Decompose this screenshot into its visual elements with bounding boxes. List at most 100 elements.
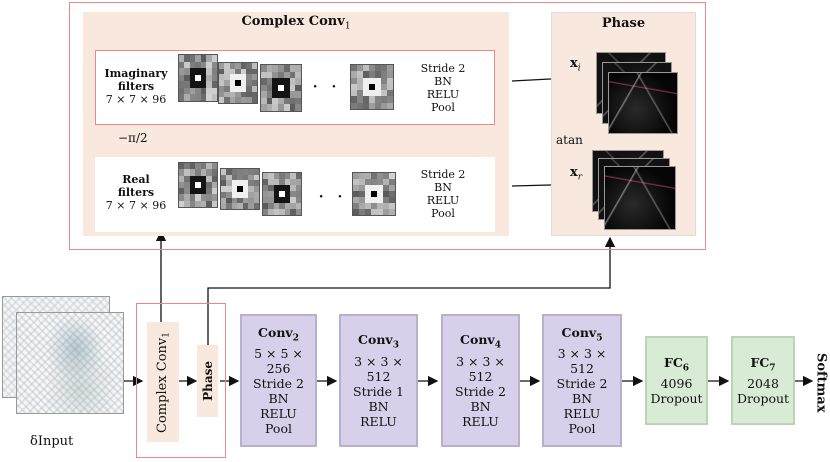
filter-pixel [206,55,212,62]
filter-pixel [284,203,291,209]
filter-pixel [272,71,279,79]
filter-pixel [251,74,257,81]
filter-pixel [363,102,369,109]
filter-pixel [226,197,232,204]
filter-pixel [211,188,217,195]
filter-pixel [389,197,395,203]
filter-pixel [278,71,284,79]
filter-pixel [375,102,381,109]
filter-pixel [184,200,190,207]
filter-pixel [189,175,196,182]
filter-pixel [295,179,301,185]
filter-pixel [279,209,285,215]
filter-pixel [263,173,269,179]
filter-pixel [284,197,291,203]
filter-pixel [359,185,365,191]
filter-pixel [290,197,296,203]
filter-pixel [359,203,365,209]
filter-pixel [290,209,296,215]
filter-pixel [195,175,201,182]
filter-pixel [365,197,371,203]
filter-pixel [195,68,201,75]
filter-pixel [200,74,207,82]
filter-pixel [251,63,257,69]
filter-pixel [189,61,196,69]
filter-pixel [357,96,363,103]
filter-pixel [184,74,190,82]
filter-pixel [251,85,257,92]
filter-pixel [295,71,301,79]
filter-pixel [251,91,257,98]
filter-pixel [200,55,207,62]
filter-thumbnail [260,64,302,112]
filter-pixel [289,97,296,105]
filter-pixel [268,203,274,209]
filter-pixel [206,94,212,101]
filter-pixel [229,97,236,103]
filter-pixel [383,179,389,185]
filter-pixel [242,180,249,187]
filter-pixel [377,179,383,185]
filter-pixel [353,185,359,191]
filter-pixel [237,197,243,204]
filter-pixel [371,173,377,179]
filter-pixel [195,87,201,95]
filter-pixel [226,203,232,209]
filter-pixel [289,84,296,92]
detail-frame [69,2,706,250]
filter-pixel [200,163,207,170]
filter-pixel [272,97,279,105]
filter-pixel [226,186,232,192]
filter-pixel [235,85,241,92]
filter-pixel [371,203,377,209]
filter-pixel [224,74,230,81]
filter-pixel [284,185,291,191]
filter-pixel [219,74,225,81]
filter-pixel [229,85,236,92]
filter-pixel [365,179,371,185]
atan-label: atan [556,133,583,147]
filter-pixel [278,84,284,92]
filter-pixel [189,74,196,82]
filter-pixel [237,191,243,198]
rotation-label: −π/2 [118,131,148,145]
filter-pixel [266,65,273,72]
filter-pixel [235,97,241,103]
filter-pixel [268,179,274,185]
filter-pixel [211,181,217,189]
filter-pixel [371,197,377,203]
xi-label: xi [570,56,581,74]
filter-pixel [229,63,236,69]
filter-pixel [261,84,267,92]
pipeline-complex-conv: Complex Conv1 [147,322,179,442]
filter-pixel [184,169,190,176]
filter-pixel [179,163,185,170]
filter-pixel [278,78,284,85]
filter-pixel [278,91,284,98]
filter-pixel [206,81,212,88]
filter-pixel [226,191,232,198]
filter-pixel [211,81,217,88]
filter-pixel [369,71,375,78]
filter-pixel [231,203,238,209]
filter-pixel [389,173,395,179]
filter-pixel [387,71,393,78]
filter-pixel [184,68,190,75]
filter-pixel [371,179,377,185]
filter-pixel [353,209,359,215]
filter-pixel [195,188,201,195]
filter-pixel [237,169,243,175]
filter-pixel [377,185,383,191]
filter-pixel [200,94,207,101]
filter-pixel [381,83,387,91]
filter-pixel [375,71,381,78]
filter-pixel [290,203,296,209]
filter-pixel [263,197,269,203]
filter-pixel [369,77,375,84]
filter-pixel [206,188,212,195]
filter-pixel [184,81,190,88]
filter-pixel [387,90,393,97]
filter-pixel [357,102,363,109]
filter-pixel [351,65,357,72]
conv4-block: Conv4 3 × 3 × 512 Stride 2 BN RELU [441,314,520,447]
